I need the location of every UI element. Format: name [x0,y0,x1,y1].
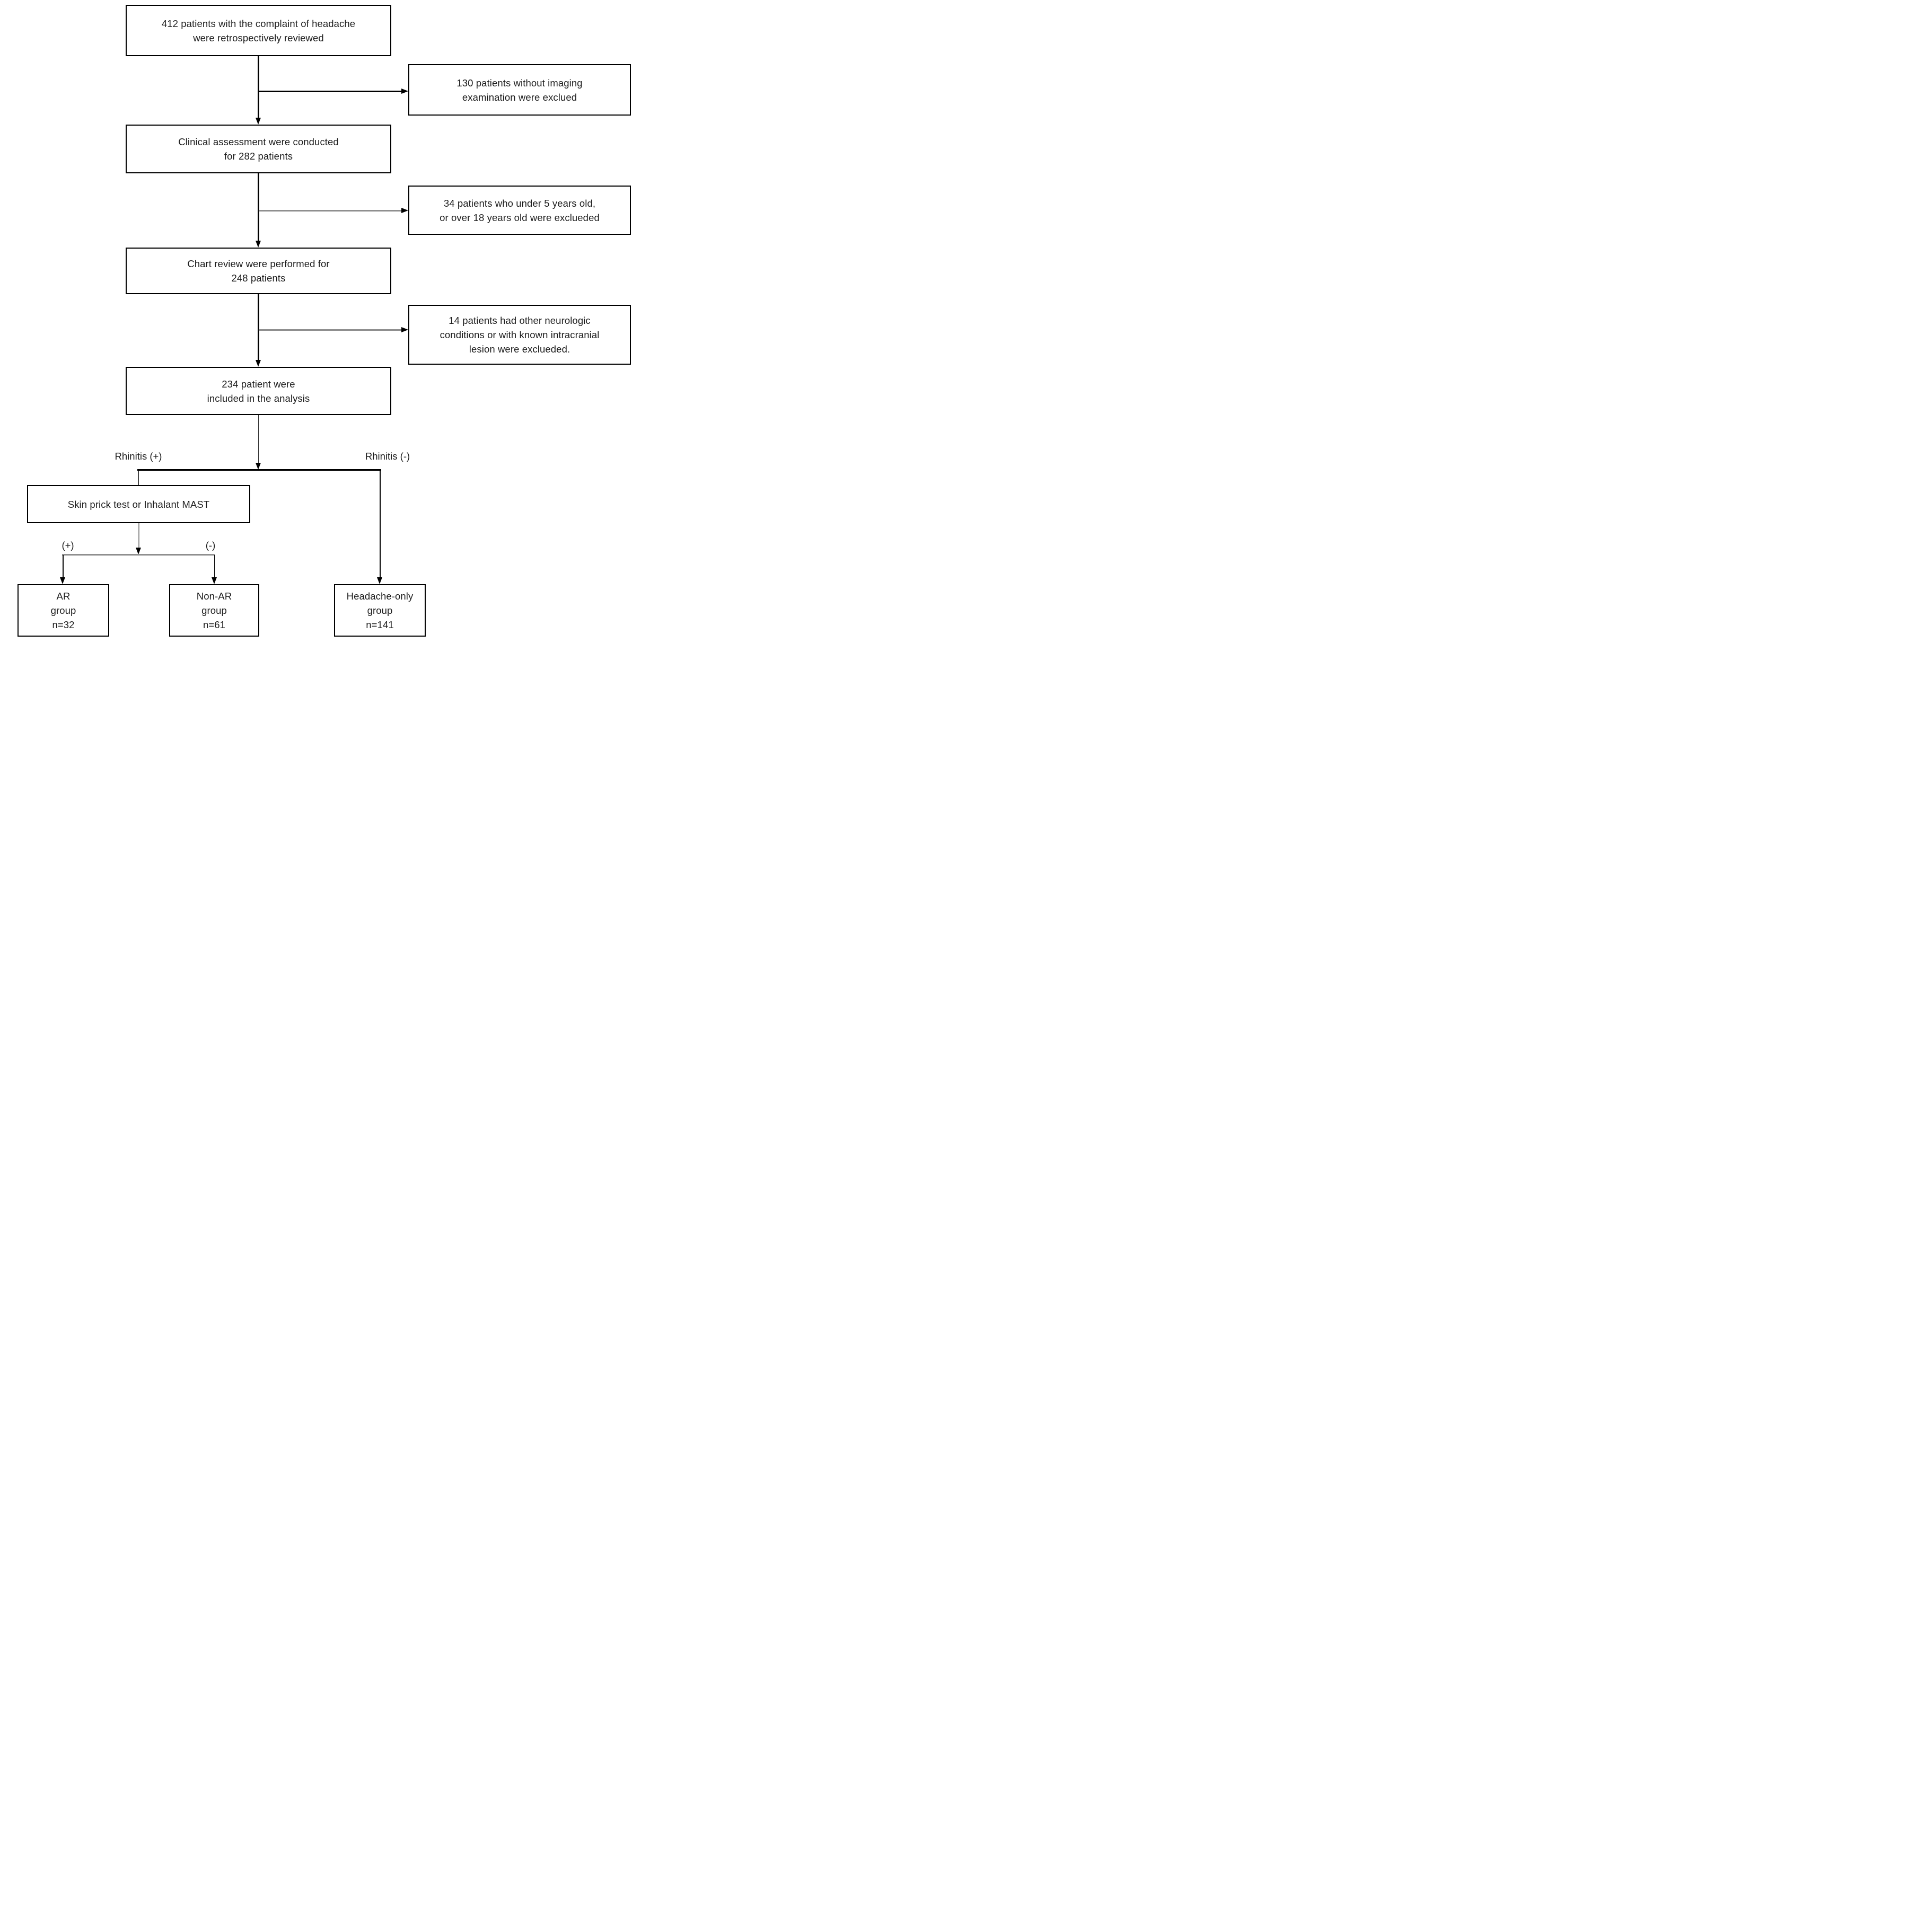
box-text-line: Skin prick test or Inhalant MAST [67,498,210,510]
connector-line [258,173,259,241]
box-text-line: 248 patients [231,272,286,284]
box-excluded-neurologic: 14 patients had other neurologic conditi… [408,305,631,365]
box-text-line: 14 patients had other neurologic [449,315,591,326]
box-text-line: n=32 [52,619,75,630]
box-text-line: Chart review were performed for [187,258,330,269]
box-text-line: included in the analysis [207,392,310,404]
branch-bar-test-result [62,553,215,556]
box-text-line: n=61 [203,619,226,630]
box-text-line: Non-AR [196,591,232,602]
box-text-line: n=141 [366,619,394,630]
box-included-analysis: 234 patient were included in the analysi… [126,367,391,415]
box-text-line: examination were exclued [462,91,577,103]
connector-line [380,470,381,577]
label-rhinitis-positive: Rhinitis (+) [115,451,162,462]
connector-line [259,210,401,212]
connector-line [138,470,139,485]
arrow-right-icon [401,89,408,94]
arrow-down-icon [377,577,382,584]
box-text-line: 234 patient were [222,378,295,390]
box-text-line: 412 patients with the complaint of heada… [161,17,356,29]
box-text-line: group [367,605,393,616]
branch-bar-rhinitis [137,469,381,471]
box-non-ar-group: Non-AR group n=61 [169,584,259,637]
box-text-line: conditions or with known intracranial [440,329,600,340]
box-clinical-assessment: Clinical assessment were conducted for 2… [126,125,391,173]
arrow-right-icon [401,208,408,213]
patient-flow-diagram: 412 patients with the complaint of heada… [0,0,644,643]
arrow-down-icon [255,360,261,367]
box-headache-only-group: Headache-only group n=141 [334,584,426,637]
box-text-line: 34 patients who under 5 years old, [443,197,596,209]
box-patients-reviewed: 412 patients with the complaint of heada… [126,5,391,56]
box-skin-prick-test: Skin prick test or Inhalant MAST [27,485,250,523]
box-text-line: or over 18 years old were exclueded [440,212,600,223]
connector-line [258,415,259,463]
box-ar-group: AR group n=32 [17,584,109,637]
box-text-line: lesion were exclueded. [469,343,570,355]
box-text-line: for 282 patients [224,151,293,162]
arrow-down-icon [255,241,261,248]
box-text-line: Clinical assessment were conducted [178,136,339,147]
box-chart-review: Chart review were performed for 248 pati… [126,248,391,294]
box-text-line: group [201,605,227,616]
connector-line [259,329,401,331]
box-excluded-age: 34 patients who under 5 years old, or ov… [408,186,631,235]
connector-line [63,555,64,577]
connector-line [259,91,401,92]
box-excluded-no-imaging: 130 patients without imaging examination… [408,64,631,116]
label-test-positive: (+) [62,540,74,551]
arrow-down-icon [211,577,217,584]
connector-line [214,555,215,577]
box-text-line: AR [56,591,71,602]
arrow-right-icon [401,327,408,332]
label-test-negative: (-) [205,540,216,551]
box-text-line: were retrospectively reviewed [193,32,324,43]
arrow-down-icon [255,463,261,470]
label-rhinitis-negative: Rhinitis (-) [365,451,410,462]
connector-line [258,294,259,360]
arrow-down-icon [136,548,141,554]
box-text-line: group [50,605,76,616]
arrow-down-icon [255,118,261,125]
connector-line [258,56,259,118]
arrow-down-icon [60,577,65,584]
box-text-line: Headache-only [346,591,414,602]
connector-line [138,523,139,548]
box-text-line: 130 patients without imaging [456,77,583,89]
